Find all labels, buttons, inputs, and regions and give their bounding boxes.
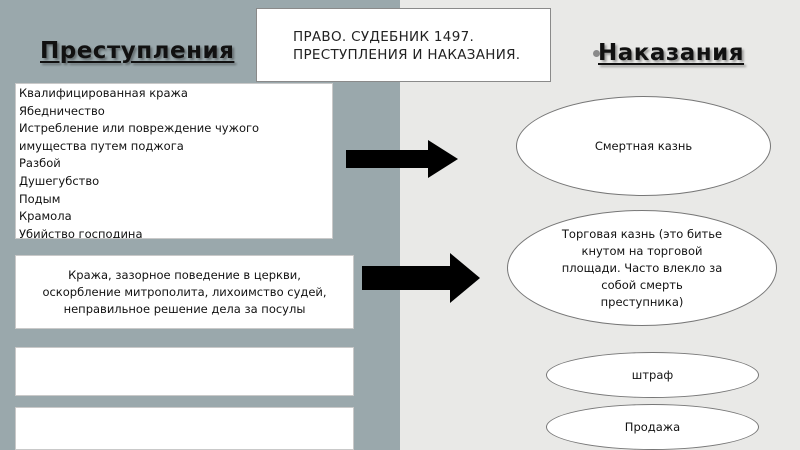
crime-list-item: Разбой — [19, 156, 61, 171]
title-box[interactable]: ПРАВО. СУДЕБНИК 1497. ПРЕСТУПЛЕНИЯ И НАК… — [256, 8, 551, 82]
arrow-right-icon — [362, 253, 480, 303]
punishment-death-ellipse[interactable]: Смертная казнь — [516, 96, 771, 196]
punishment-trade-line: преступника) — [600, 294, 684, 309]
crime-box-line: неправильное решение дела за посулы — [63, 302, 306, 316]
crime-list-item: Ябедничество — [19, 103, 105, 118]
punishment-trade-line: кнутом на торговой — [581, 243, 703, 258]
crime-box-minor[interactable]: Кража, зазорное поведение в церкви, оско… — [15, 255, 354, 329]
bullet-icon — [593, 50, 600, 57]
punishment-trade-line: собой смерть — [601, 277, 683, 292]
punishment-sale-label: Продажа — [624, 419, 681, 434]
crime-list-item: имущества путем поджога — [19, 138, 184, 153]
punishment-trade-ellipse[interactable]: Торговая казнь (это битье кнутом на торг… — [507, 210, 777, 326]
crime-list-item: Убийство господина — [19, 226, 143, 239]
punishment-trade-line: площади. Часто влекло за — [561, 260, 723, 275]
punishments-heading: Наказания — [598, 40, 745, 66]
punishment-fine-label: штраф — [631, 367, 674, 382]
crime-box-empty-2[interactable] — [15, 407, 354, 450]
punishment-trade-line: Торговая казнь (это битье — [561, 226, 723, 241]
crime-box-empty-1[interactable] — [15, 347, 354, 396]
punishment-death-label: Смертная казнь — [594, 138, 693, 153]
title-line-1: ПРАВО. СУДЕБНИК 1497. — [293, 29, 475, 45]
punishment-sale-ellipse[interactable]: Продажа — [546, 404, 759, 450]
crime-list-item: Душегубство — [19, 173, 100, 188]
title-line-2: ПРЕСТУПЛЕНИЯ И НАКАЗАНИЯ. — [293, 47, 521, 63]
arrow-right-icon — [346, 140, 458, 178]
crime-list-item: Квалифицированная кража — [19, 86, 188, 100]
crime-box-line: Кража, зазорное поведение в церкви, — [68, 268, 301, 282]
crime-list-item: Крамола — [19, 209, 72, 224]
crimes-heading: Преступления — [40, 38, 235, 64]
crime-list-item: Истребление или повреждение чужого — [19, 121, 260, 136]
crime-list-item: Подым — [19, 191, 61, 206]
punishment-fine-ellipse[interactable]: штраф — [546, 352, 759, 398]
crime-list-box[interactable]: Квалифицированная кража Ябедничество Ист… — [15, 83, 333, 239]
crime-box-line: оскорбление митрополита, лихоимство суде… — [42, 285, 327, 299]
